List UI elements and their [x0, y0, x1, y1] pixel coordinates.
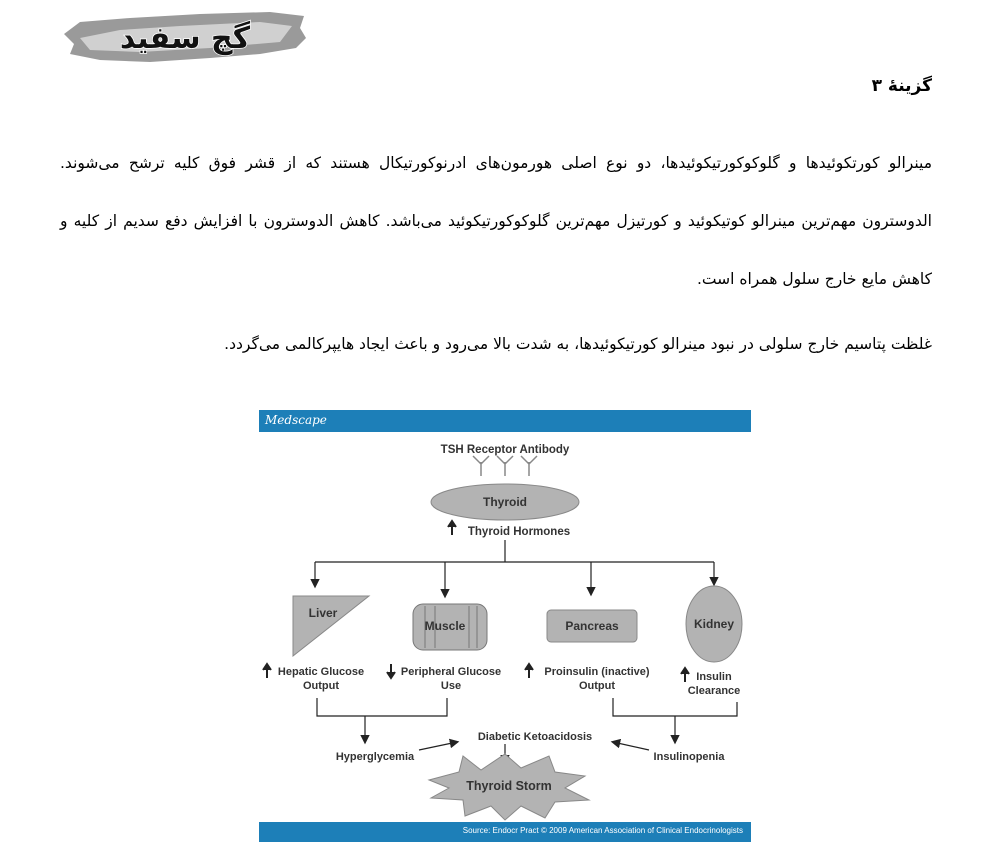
muscle-effect-line1: Peripheral Glucose: [401, 666, 501, 678]
up-arrow-icon: [680, 666, 690, 682]
pancreas-shape: [546, 609, 638, 643]
up-arrow-icon: [524, 662, 534, 678]
muscle-fibers: [424, 606, 478, 648]
storm-burst-shape: [427, 753, 591, 821]
pancreas-label: Pancreas: [565, 619, 619, 633]
antibody-icons: [472, 455, 538, 476]
kidney-effect-line1: Insulin: [696, 671, 732, 683]
up-arrow-icon: [447, 519, 457, 535]
paragraph-1: مینرالو کورتکوئیدها و گلوکوکورتیکوئیدها،…: [60, 154, 932, 288]
dka-label: Diabetic Ketoacidosis: [478, 731, 592, 743]
up-arrow-icon: [262, 662, 272, 678]
thyroid-storm-diagram: Medscape TSH Receptor Antibody Thyroid T…: [259, 410, 751, 842]
kidney-shape: [685, 585, 743, 663]
kidney-label: Kidney: [694, 617, 734, 631]
kidney-effect-line2: Clearance: [688, 685, 741, 697]
down-arrow-icon: [386, 664, 396, 680]
pancreas-effect-line1: Proinsulin (inactive): [544, 666, 649, 678]
liver-effect-line1: Hepatic Glucose: [278, 666, 364, 678]
figure-footer-bar: Source: Endocr Pract © 2009 American Ass…: [259, 822, 751, 842]
insulinopenia-label: Insulinopenia: [654, 751, 726, 763]
thyroid-label: Thyroid: [483, 495, 527, 509]
receptor-label: TSH Receptor Antibody: [441, 444, 570, 456]
lower-connectors: [316, 698, 738, 765]
pancreas-effect-line2: Output: [579, 680, 615, 692]
hormones-label: Thyroid Hormones: [468, 526, 570, 538]
thyroid-shape: [430, 483, 580, 521]
site-logo: گچ سفید: [60, 8, 310, 66]
answer-title: گزینهٔ ۳: [871, 76, 932, 96]
logo-text: گچ سفید: [120, 20, 251, 56]
liver-label: Liver: [309, 606, 338, 620]
medscape-label: Medscape: [265, 413, 327, 427]
figure-header-bar: Medscape: [259, 410, 751, 432]
source-credit: Source: Endocr Pract © 2009 American Ass…: [462, 826, 743, 835]
muscle-label: Muscle: [425, 619, 466, 633]
paragraph-2: غلظت پتاسیم خارج سلولی در نبود مینرالو ک…: [224, 335, 932, 353]
branch-connectors: [310, 540, 719, 599]
storm-label: Thyroid Storm: [466, 779, 551, 793]
hyperglycemia-label: Hyperglycemia: [336, 751, 415, 763]
muscle-effect-line2: Use: [441, 680, 461, 692]
liver-shape: [292, 595, 371, 658]
liver-effect-line2: Output: [303, 680, 339, 692]
